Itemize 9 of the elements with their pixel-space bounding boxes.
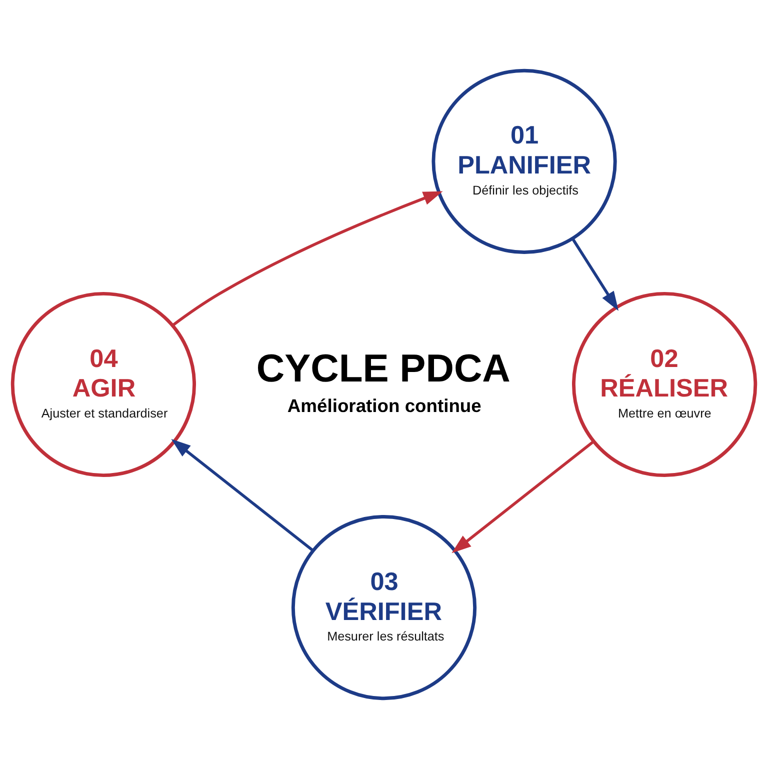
label: CYCLE PDCA: [256, 346, 510, 390]
node-circle: 01 PLANIFIER Définir les objectifs: [432, 68, 617, 254]
arrow: [452, 440, 594, 553]
arrow: [172, 190, 443, 326]
node-circle: 04 AGIR Ajuster et standardiser: [10, 291, 196, 477]
label: Amélioration continue: [287, 394, 482, 416]
arrow: [571, 237, 619, 310]
node-circle: 03 VÉRIFIER Mesurer les résultats: [291, 514, 477, 700]
arrow: [171, 438, 314, 552]
